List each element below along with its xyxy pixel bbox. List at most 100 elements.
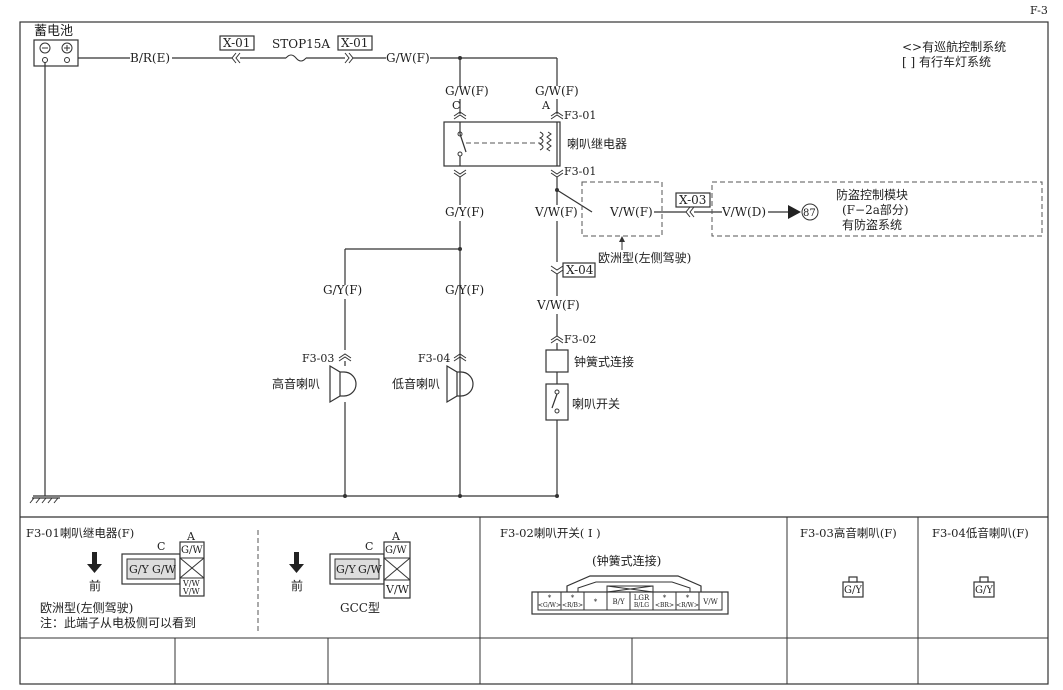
- connector-f3-01-bot: F3-01: [564, 165, 596, 178]
- p1-front-arrow-b: [289, 552, 304, 573]
- connector-x01b: X-01: [341, 36, 368, 50]
- terminal-a: A: [541, 99, 551, 112]
- low-horn-icon: [446, 364, 474, 404]
- horn-relay-box: [443, 121, 561, 167]
- p1-front-a: 前: [89, 578, 101, 593]
- wire-vw-f-euro: V/W(F): [609, 205, 653, 219]
- p1-vw-a1: V/W: [182, 579, 200, 588]
- p1-gw-top-b: G/W: [385, 545, 407, 556]
- p2-pin-5: *: [663, 594, 667, 602]
- p2-pin-sub-1: <R/B>: [562, 602, 583, 609]
- antitheft-line3: 有防盗系统: [842, 217, 902, 232]
- wire-vw-f-2: V/W(F): [536, 298, 580, 312]
- p1-conn-b-inner: [334, 558, 380, 580]
- relay-contact: [459, 133, 467, 153]
- p2-pin-3: B/Y: [612, 598, 625, 606]
- spiral-label: 钟簧式连接: [574, 354, 634, 369]
- p1-gy-b: G/Y: [336, 563, 356, 576]
- wire-gy-f-2: G/Y(F): [323, 283, 362, 297]
- battery-label: 蓄电池: [34, 24, 73, 39]
- p1-vw-a2: V/W: [182, 587, 200, 596]
- antitheft-pin: 87: [803, 208, 816, 219]
- p1-front-b: 前: [291, 578, 303, 593]
- x01b-box: [337, 35, 373, 51]
- p1-title: F3-01喇叭继电器(F): [26, 526, 134, 540]
- wire-gw-f-main: G/W(F): [386, 51, 430, 65]
- connector-f3-02: F3-02: [564, 333, 596, 346]
- p1-gcc: GCC型: [340, 601, 380, 615]
- p1-conn-b-side: [383, 541, 411, 599]
- x03-box: [675, 192, 711, 208]
- wire-br-e: B/R(E): [130, 51, 170, 65]
- horn-low-label: 低音喇叭: [392, 376, 440, 391]
- p2-title: F3-02喇叭开关( I ): [500, 526, 601, 540]
- legend-daylight: [ ] 有行车灯系统: [902, 54, 991, 69]
- connector-x04: X-04: [566, 263, 594, 277]
- p2-pin-sub-0: <G/W>: [538, 602, 561, 609]
- p1-a-a: A: [186, 530, 196, 543]
- f3-04-connector-symbol: [453, 353, 467, 362]
- relay-coil: [538, 131, 544, 151]
- spiral-cable-box: [545, 349, 569, 373]
- p2-pin-sub-4: B/LG: [634, 602, 649, 609]
- p1-gw-b: G/W: [358, 563, 382, 576]
- connector-x01a: X-01: [223, 36, 250, 50]
- p1-euro: 欧洲型(左侧驾驶): [40, 600, 133, 615]
- p2-pin-1: *: [571, 594, 575, 602]
- x03-connector-symbol: [685, 206, 695, 218]
- fuse-label: STOP15A: [272, 37, 330, 51]
- relay-label: 喇叭继电器: [567, 136, 627, 151]
- connector-f3-01-top: F3-01: [564, 109, 596, 122]
- connector-x03: X-03: [679, 193, 706, 207]
- p2-pin-sub-5: <BR>: [655, 602, 674, 609]
- p1-gy-a: G/Y: [129, 563, 149, 576]
- p1-c-b: C: [365, 540, 373, 553]
- euro-box: [581, 181, 663, 237]
- wire-gw-f-a: G/W(F): [535, 84, 579, 98]
- p1-conn-a-side: [179, 541, 205, 597]
- page-id: F-3: [1030, 4, 1048, 17]
- x04-box: [562, 262, 596, 278]
- x01a-connector-symbol: [231, 52, 241, 64]
- p1-note: 注：此端子从电极侧可以看到: [40, 615, 196, 630]
- p3-pin: G/Y: [844, 585, 862, 596]
- p2-sub: (钟簧式连接): [592, 553, 661, 568]
- horn-switch-box: [545, 383, 569, 421]
- relay-resistor: [546, 131, 552, 152]
- horn-high-label: 高音喇叭: [272, 376, 320, 391]
- f3-01-bot-connector-symbol: [453, 169, 564, 178]
- battery-icon: [33, 39, 79, 67]
- wire-gw-f-c: G/W(F): [445, 84, 489, 98]
- p1-gw-top-a: G/W: [181, 545, 203, 556]
- f3-02-connector-symbol: [550, 335, 564, 344]
- p2-pin-sub-6: <R/W>: [676, 602, 699, 609]
- p4-connector: [973, 576, 995, 598]
- f3-03-connector-symbol: [338, 353, 352, 362]
- antitheft-pin-circle: [801, 203, 819, 221]
- wire-vw-f-1: V/W(F): [534, 205, 578, 219]
- p1-front-arrow-a: [87, 552, 102, 573]
- euro-note: 欧洲型(左侧驾驶): [598, 250, 691, 265]
- p2-pin-2: *: [594, 598, 598, 606]
- ground-symbol: [29, 497, 60, 504]
- x01b-connector-symbol: [344, 52, 354, 64]
- wire-vw-d: V/W(D): [721, 205, 766, 219]
- terminal-c: C: [452, 99, 460, 112]
- connector-f3-03: F3-03: [302, 352, 334, 365]
- p2-pin-6: *: [686, 594, 690, 602]
- p1-vw-b: V/W: [385, 583, 410, 596]
- p1-gw-a: G/W: [152, 563, 176, 576]
- horn-switch-label: 喇叭开关: [572, 396, 620, 411]
- p2-spiral-arch: [566, 575, 702, 592]
- p2-pin-7: V/W: [702, 598, 718, 606]
- antitheft-line1: 防盗控制模块: [836, 187, 908, 202]
- outer-frame: [19, 21, 1049, 685]
- p4-pin: G/Y: [975, 585, 993, 596]
- legend-cruise: <>有巡航控制系统: [902, 39, 1006, 54]
- antitheft-line2: (F−2a部分): [842, 202, 909, 217]
- fuse-symbol: [285, 54, 307, 62]
- antitheft-box: [711, 181, 1043, 237]
- p1-a-b: A: [391, 530, 401, 543]
- p2-pin-0: *: [548, 594, 552, 602]
